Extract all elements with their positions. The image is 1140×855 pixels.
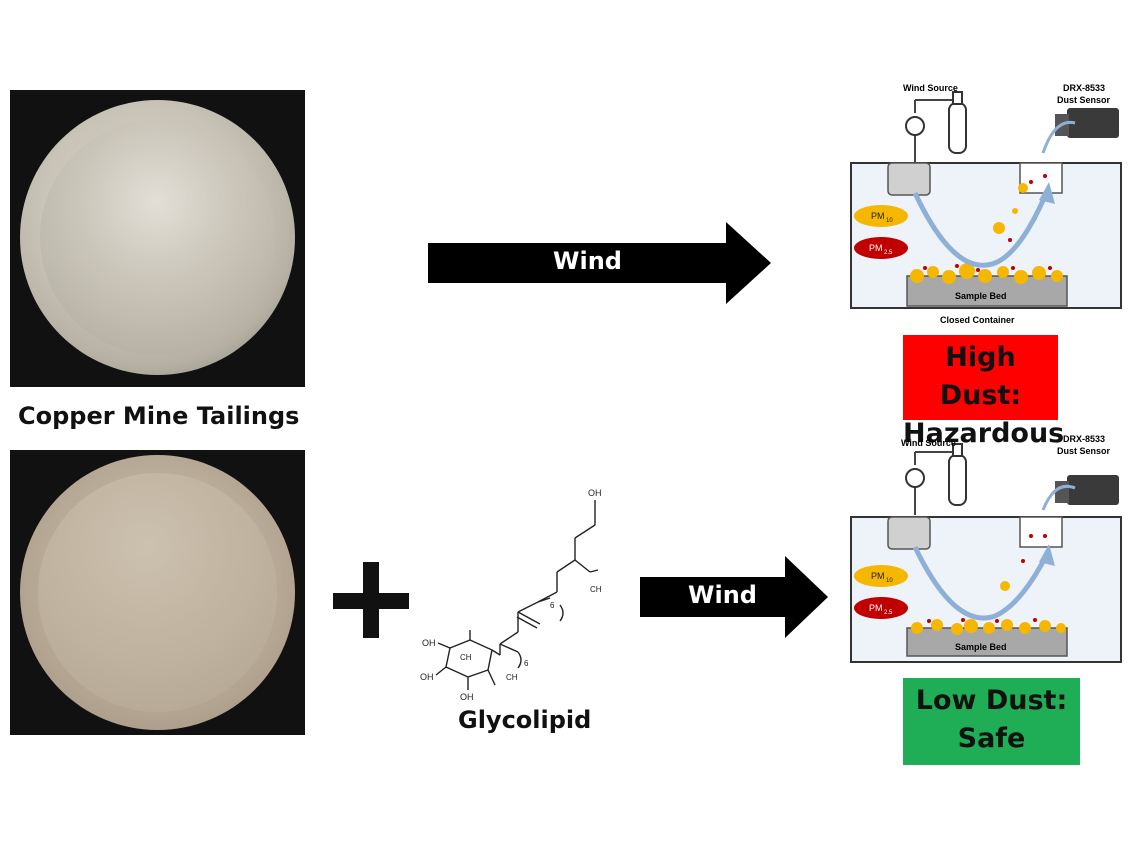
- dust-chamber-top: Wind Source DRX-8533 Dust Sensor Sample …: [850, 83, 1122, 325]
- wind-source-label: Wind Source: [901, 438, 956, 448]
- sensor-name-label: Dust Sensor: [1057, 95, 1111, 105]
- oh-label: OH: [422, 638, 436, 648]
- low-dust-line1: Low Dust:: [915, 685, 1068, 716]
- methyl-label: CH: [590, 585, 602, 594]
- chain-count-label: 6: [524, 659, 529, 668]
- wind-arrow-top-label: Wind: [553, 247, 622, 275]
- petri-dish-untreated: [20, 100, 295, 375]
- pm10-subscript: 10: [886, 218, 893, 224]
- oh-label: OH: [420, 672, 434, 682]
- petri-dish-treated: [20, 455, 295, 730]
- wind-arrow-bottom: [640, 556, 828, 638]
- untreated-tailings-photo: [10, 90, 305, 387]
- sensor-name-label: Dust Sensor: [1057, 446, 1111, 456]
- high-dust-line2: Hazardous: [903, 418, 1065, 449]
- sample-bed-label: Sample Bed: [955, 291, 1007, 301]
- glycolipid-caption: Glycolipid: [458, 706, 592, 734]
- plus-icon: [333, 562, 409, 638]
- pm10-label: PM: [871, 211, 885, 221]
- methyl-label: CH: [506, 673, 518, 682]
- dust-chamber-bottom: Wind Source DRX-8533 Dust Sensor Sample …: [850, 434, 1122, 663]
- pm25-subscript: 2.5: [884, 250, 893, 256]
- low-dust-status: Low Dust: Safe: [903, 678, 1080, 765]
- pm25-label: PM: [869, 603, 883, 613]
- low-dust-line2: Safe: [957, 723, 1026, 754]
- pm25-label: PM: [869, 243, 883, 253]
- oh-label: OH: [460, 692, 474, 702]
- sample-bed-label: Sample Bed: [955, 642, 1007, 652]
- high-dust-line1: High Dust:: [939, 342, 1022, 411]
- methyl-label: CH: [460, 653, 472, 662]
- oh-label: OH: [588, 488, 602, 498]
- copper-mine-tailings-caption: Copper Mine Tailings: [18, 402, 300, 430]
- sensor-model-label: DRX-8533: [1063, 83, 1105, 93]
- glycolipid-structure: OH 6 CH 6 CH OH OH OH CH: [420, 488, 602, 702]
- closed-container-label: Closed Container: [940, 315, 1015, 325]
- pm10-subscript: 10: [886, 578, 893, 584]
- wind-arrow-top: [428, 222, 771, 304]
- high-dust-status: High Dust: Hazardous: [903, 335, 1064, 449]
- pm10-label: PM: [871, 571, 885, 581]
- wind-arrow-bottom-label: Wind: [688, 581, 757, 609]
- wind-source-label: Wind Source: [903, 83, 958, 93]
- treated-tailings-photo: [10, 450, 305, 735]
- sensor-model-label: DRX-8533: [1063, 434, 1105, 444]
- chain-count-label: 6: [550, 601, 555, 610]
- pm25-subscript: 2.5: [884, 610, 893, 616]
